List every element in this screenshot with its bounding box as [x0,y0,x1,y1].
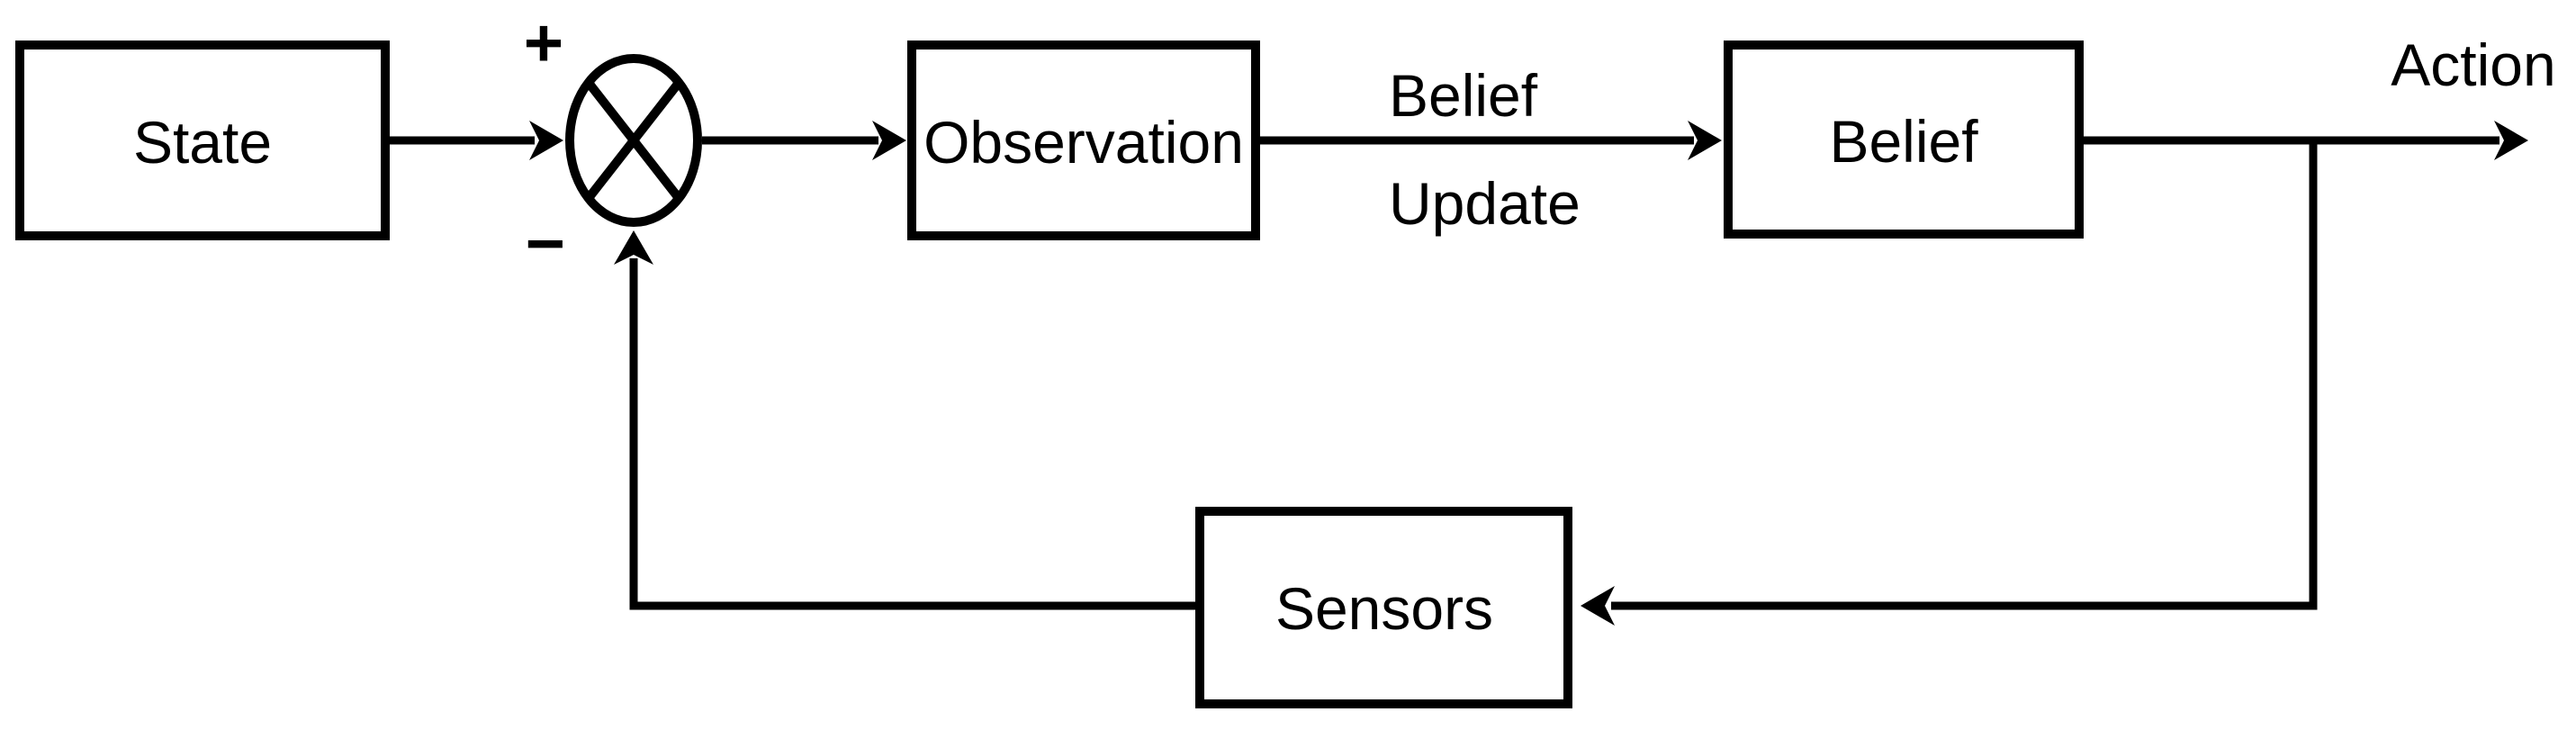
belief-update-label-line2: Update [1389,170,1581,237]
state-box [15,41,390,240]
state-label: State [133,109,272,176]
summing-junction: + − [524,5,702,283]
belief-label: Belief [1829,108,1978,175]
summing-junction-circle [565,54,702,227]
observation-box [907,41,1260,240]
sensors-box [1195,507,1572,708]
plus-sign: + [524,5,563,82]
sensors-label: Sensors [1275,575,1493,642]
node-belief: Belief [1724,41,2084,239]
node-observation: Observation [907,41,1260,240]
node-sensors: Sensors [1195,507,1572,708]
edge-sensors-to-junction [629,258,1197,610]
action-label: Action [2391,32,2555,98]
arrowhead-into-sensors [1581,586,1615,626]
node-state: State [15,41,390,240]
minus-sign: − [526,206,565,283]
edge-action-branch-to-sensors [1611,140,2318,610]
belief-update-edge-label: Belief Update [1389,62,1581,237]
belief-box [1724,41,2084,239]
summing-junction-cross-stroke-2 [585,79,682,202]
belief-update-label-line1: Belief [1389,62,1538,129]
observation-label: Observation [923,109,1244,176]
